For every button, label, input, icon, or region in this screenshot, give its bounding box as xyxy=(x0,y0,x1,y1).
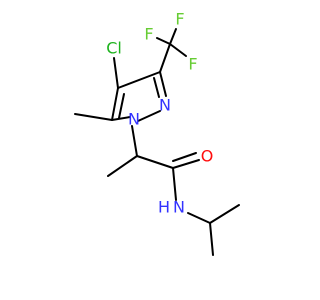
bond-ch-methyl-up xyxy=(209,204,240,224)
atom-o-carbonyl: O xyxy=(201,147,214,166)
bond-n2-n1 xyxy=(137,110,161,122)
bond-c4-c3 xyxy=(117,71,161,89)
atom-cl: Cl xyxy=(106,39,122,58)
bond-calpha-ccarbonyl xyxy=(136,155,174,169)
bond-c-o-double xyxy=(172,152,197,162)
bond-c-o xyxy=(172,159,200,169)
bond-n1-calpha xyxy=(131,125,138,157)
bond-cf3-f-right xyxy=(169,43,187,57)
atom-f-right: F xyxy=(188,55,197,74)
bond-cf3-f-left xyxy=(156,37,171,45)
bond-c5-c4 xyxy=(111,87,119,121)
bond-c5-c4-double xyxy=(118,93,125,119)
atom-f-top: F xyxy=(175,10,184,29)
bond-namide-ch xyxy=(187,212,211,224)
bond-calpha-methyl xyxy=(107,155,138,177)
structure-canvas: Cl F F F N N O N H xyxy=(74,10,240,256)
bond-c-namide xyxy=(172,167,177,201)
atom-n-ring-1: N xyxy=(128,110,140,129)
molecule-drawing: Cl F F F N N O N H xyxy=(74,10,240,256)
bond-c4-cl xyxy=(113,57,119,89)
atom-n-amide: N xyxy=(173,198,185,217)
bonds xyxy=(74,28,240,256)
bond-cf3-f-top xyxy=(169,28,177,45)
bond-c3-n2-double xyxy=(153,77,160,98)
atom-f-left: F xyxy=(144,25,153,44)
bond-n1-c5 xyxy=(111,116,131,121)
bond-c5-methyl xyxy=(74,113,113,121)
atom-labels: Cl F F F N N O N H xyxy=(106,10,213,217)
bond-ch-methyl-down xyxy=(209,222,214,256)
bond-c3-n2 xyxy=(159,71,167,97)
atom-h-amide: H xyxy=(158,198,170,217)
bond-c3-cf3 xyxy=(159,43,171,73)
atom-n-ring-2: N xyxy=(159,96,171,115)
